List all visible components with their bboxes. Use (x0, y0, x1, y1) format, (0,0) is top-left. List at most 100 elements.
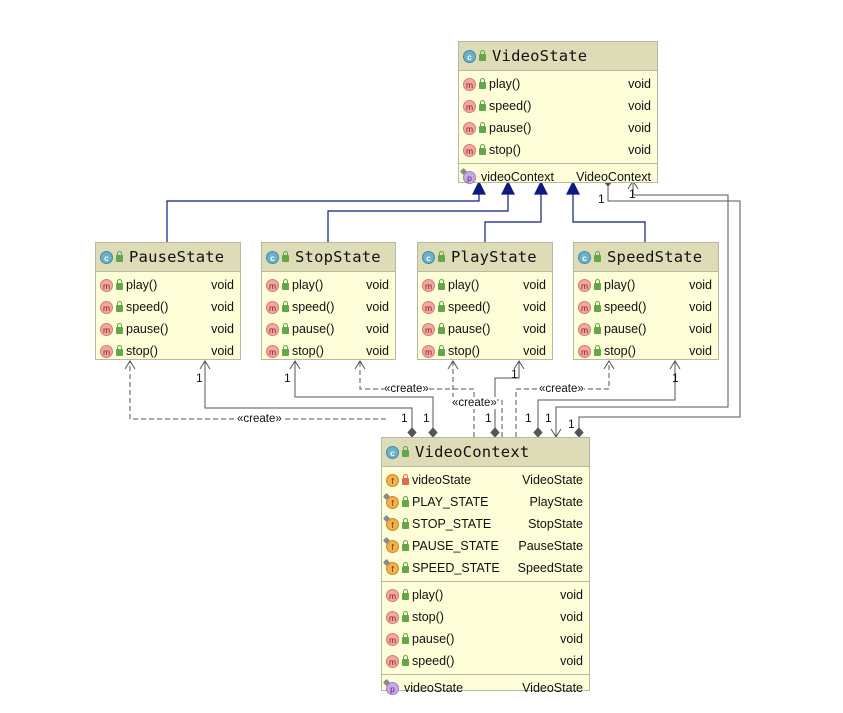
method-type: void (689, 344, 712, 358)
class-name: SpeedState (607, 248, 703, 266)
static-field-icon: f (386, 539, 399, 553)
method-name: play() (489, 77, 521, 91)
public-icon (594, 251, 601, 262)
method-name: pause() (126, 322, 169, 336)
multiplicity-videostate-context: 1 (598, 192, 605, 206)
method-icon: m (422, 278, 435, 292)
class-videocontext-header: c VideoContext (382, 438, 589, 467)
field-name: videoState (412, 473, 472, 487)
class-name: StopState (295, 248, 381, 266)
method-icon: m (386, 632, 399, 646)
method-name: stop() (448, 344, 480, 358)
multiplicity-context-videostate: 1 (568, 417, 575, 431)
multiplicity-context-pause: 1 (401, 411, 408, 425)
assoc-context-videostate (555, 181, 729, 437)
method-name: play() (604, 278, 636, 292)
method-name: speed() (412, 654, 455, 668)
method-type: void (689, 278, 712, 292)
public-icon (594, 323, 601, 334)
method-type: void (366, 300, 389, 314)
method-name: speed() (604, 300, 647, 314)
public-icon (282, 345, 289, 356)
public-icon (116, 251, 123, 262)
create-pausestate (129, 361, 386, 420)
method-type: void (211, 322, 234, 336)
method-icon: m (578, 300, 591, 314)
pause-extends-videostate (166, 194, 480, 242)
play-extends-arrow (534, 180, 548, 195)
static-field-icon: f (386, 495, 399, 509)
create-label-speedstate: «create» (539, 383, 584, 395)
class-stopstate-header: c StopState (262, 243, 395, 272)
public-icon (116, 301, 123, 312)
method-icon: m (463, 77, 476, 91)
public-icon (438, 323, 445, 334)
method-icon: m (463, 121, 476, 135)
stop-extends-arrow (501, 180, 515, 195)
class-name: PauseState (129, 248, 225, 266)
public-icon (116, 345, 123, 356)
multiplicity-pausestate-end: 1 (196, 371, 203, 385)
method-type: void (628, 143, 651, 157)
property-icon: p (386, 681, 399, 695)
public-icon (594, 345, 601, 356)
method-type: void (366, 278, 389, 292)
public-icon (402, 655, 409, 666)
method-icon: m (386, 588, 399, 602)
method-type: void (560, 654, 583, 668)
method-name: pause() (604, 322, 647, 336)
public-icon (594, 301, 601, 312)
class-name: VideoContext (415, 443, 530, 461)
public-icon (402, 589, 409, 600)
method-icon: m (463, 99, 476, 113)
method-name: pause() (412, 632, 455, 646)
static-field-icon: f (386, 561, 399, 575)
public-icon (438, 279, 445, 290)
method-name: pause() (292, 322, 335, 336)
method-icon: m (422, 300, 435, 314)
field-type: SpeedState (517, 561, 583, 575)
public-icon (479, 100, 486, 111)
property-icon: p (463, 170, 476, 184)
method-icon: m (100, 344, 113, 358)
method-name: stop() (126, 344, 158, 358)
class-icon: c (463, 49, 476, 63)
multiplicity-videostate-context-b: 1 (629, 187, 636, 201)
class-icon: c (100, 250, 113, 264)
multiplicity-speedstate-end: 1 (672, 371, 679, 385)
multiplicity-context-stop: 1 (423, 411, 430, 425)
class-icon: c (422, 250, 435, 264)
association-edges (199, 180, 741, 438)
public-icon (438, 301, 445, 312)
method-icon: m (578, 344, 591, 358)
method-type: void (523, 344, 546, 358)
class-videostate-header: c VideoState (459, 42, 657, 71)
assoc-speedstate (537, 361, 676, 428)
multiplicity-playstate-end: 1 (511, 367, 518, 381)
